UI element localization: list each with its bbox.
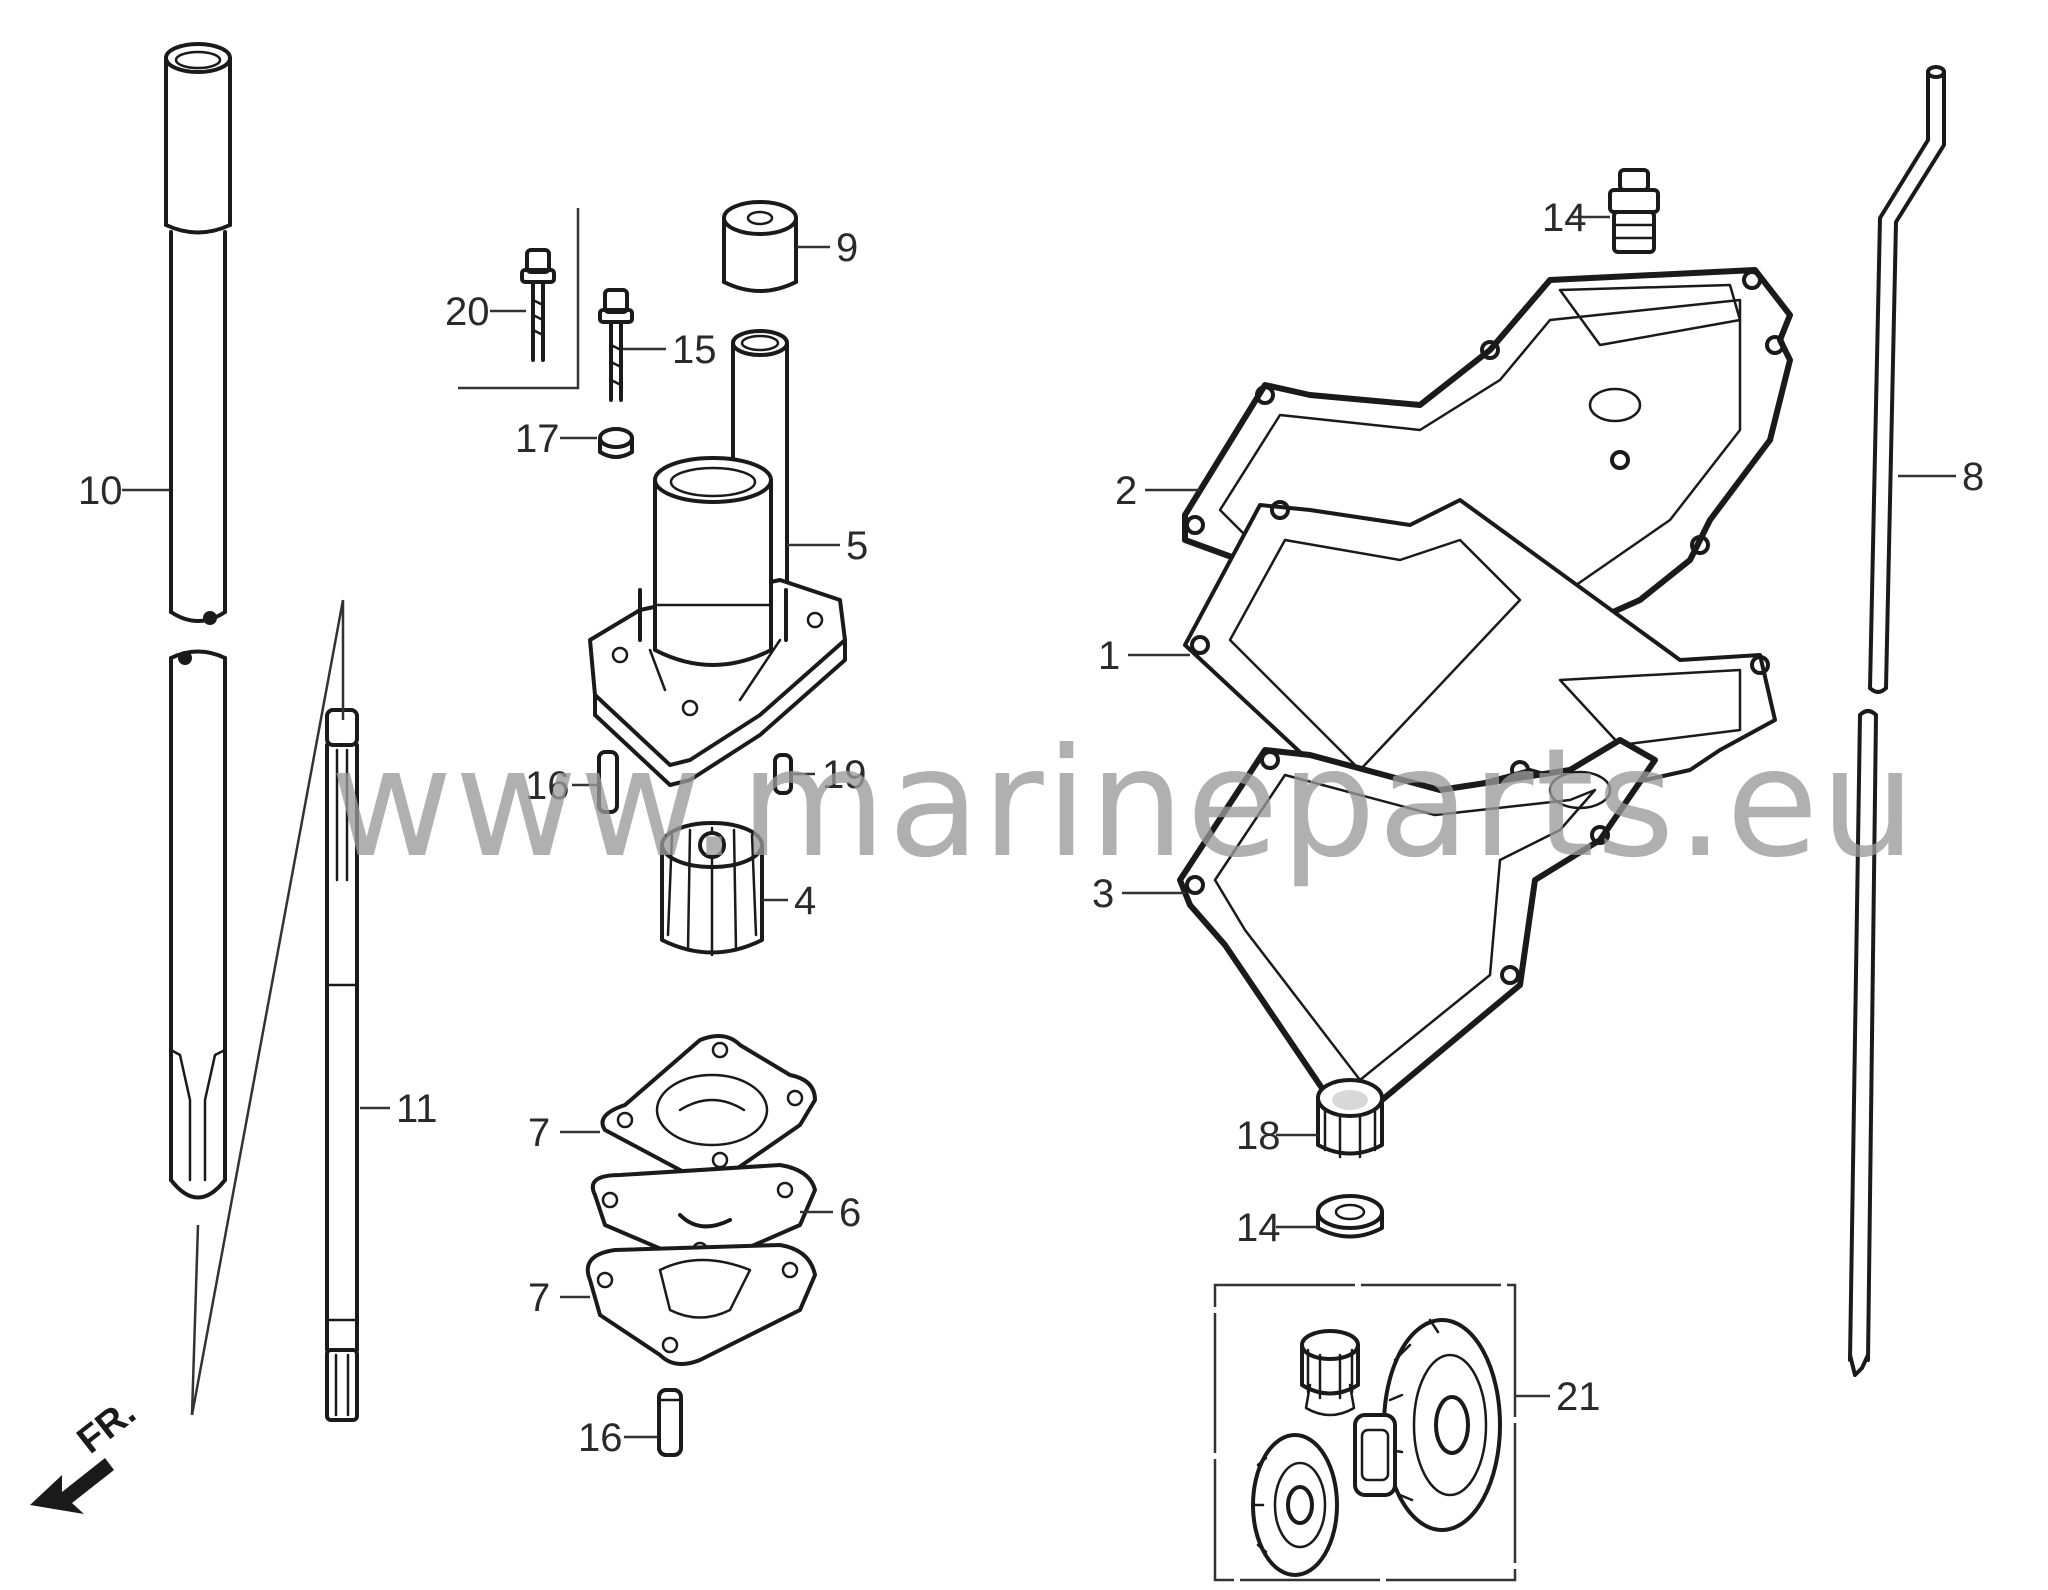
part-4-impeller — [660, 821, 764, 957]
callout-14: 14 — [1236, 1206, 1281, 1250]
callout-18: 18 — [1236, 1114, 1281, 1158]
callout-9: 14 — [1542, 196, 1587, 240]
explode-guide-lines — [190, 599, 345, 1416]
part-5-pump-housing — [588, 329, 847, 787]
callout-1: 1 — [1098, 634, 1120, 678]
part-11-drive-shaft-tube — [164, 42, 232, 1200]
callout-2: 2 — [1115, 469, 1137, 513]
callout-7-lower: 7 — [528, 1276, 550, 1320]
callout-21: 21 — [1556, 1375, 1601, 1419]
watermark: www.marineparts.eu — [330, 717, 1918, 891]
callout-16-upper: 16 — [525, 764, 570, 808]
callout-3: 3 — [1092, 872, 1114, 916]
part-10-grommet — [722, 200, 798, 293]
part-17-nut — [598, 427, 634, 459]
callout-20: 20 — [445, 290, 490, 334]
front-direction-arrow — [30, 1458, 114, 1514]
callout-12: 11 — [396, 1087, 438, 1131]
callout-5: 5 — [846, 524, 868, 568]
part-14-seal — [1316, 1194, 1384, 1239]
callout-19: 19 — [822, 753, 867, 797]
callout-11: 10 — [78, 469, 123, 513]
part-21-gear-set — [1213, 1283, 1517, 1582]
callout-8: 8 — [1962, 455, 1984, 499]
part-8-water-tube — [1848, 65, 1946, 1377]
part-16-pin-upper — [597, 750, 619, 814]
callout-15: 15 — [672, 328, 717, 372]
callout-10: 9 — [836, 226, 858, 270]
callout-16-lower: 16 — [578, 1416, 623, 1460]
callout-4: 4 — [794, 879, 816, 923]
callout-labels: 10 11 20 15 17 9 5 16 19 4 7 6 7 16 2 1 … — [78, 196, 1984, 1460]
part-19-pin — [773, 753, 793, 795]
part-12-drive-shaft — [325, 708, 359, 1422]
callout-17: 17 — [515, 417, 560, 461]
part-18-bearing — [1316, 1078, 1384, 1159]
part-16-pin-lower — [657, 1388, 683, 1457]
callout-7-upper: 7 — [528, 1111, 550, 1155]
part-7-gasket-lower — [585, 1243, 817, 1366]
part-9-fitting — [1608, 168, 1660, 254]
part-15-bolt — [598, 288, 634, 402]
callout-leaders — [122, 215, 1956, 1439]
bolt-20-box — [458, 208, 580, 390]
callout-6: 6 — [839, 1191, 861, 1235]
part-7-gasket-upper — [600, 1034, 817, 1180]
direction-label: FR. — [70, 1391, 144, 1462]
